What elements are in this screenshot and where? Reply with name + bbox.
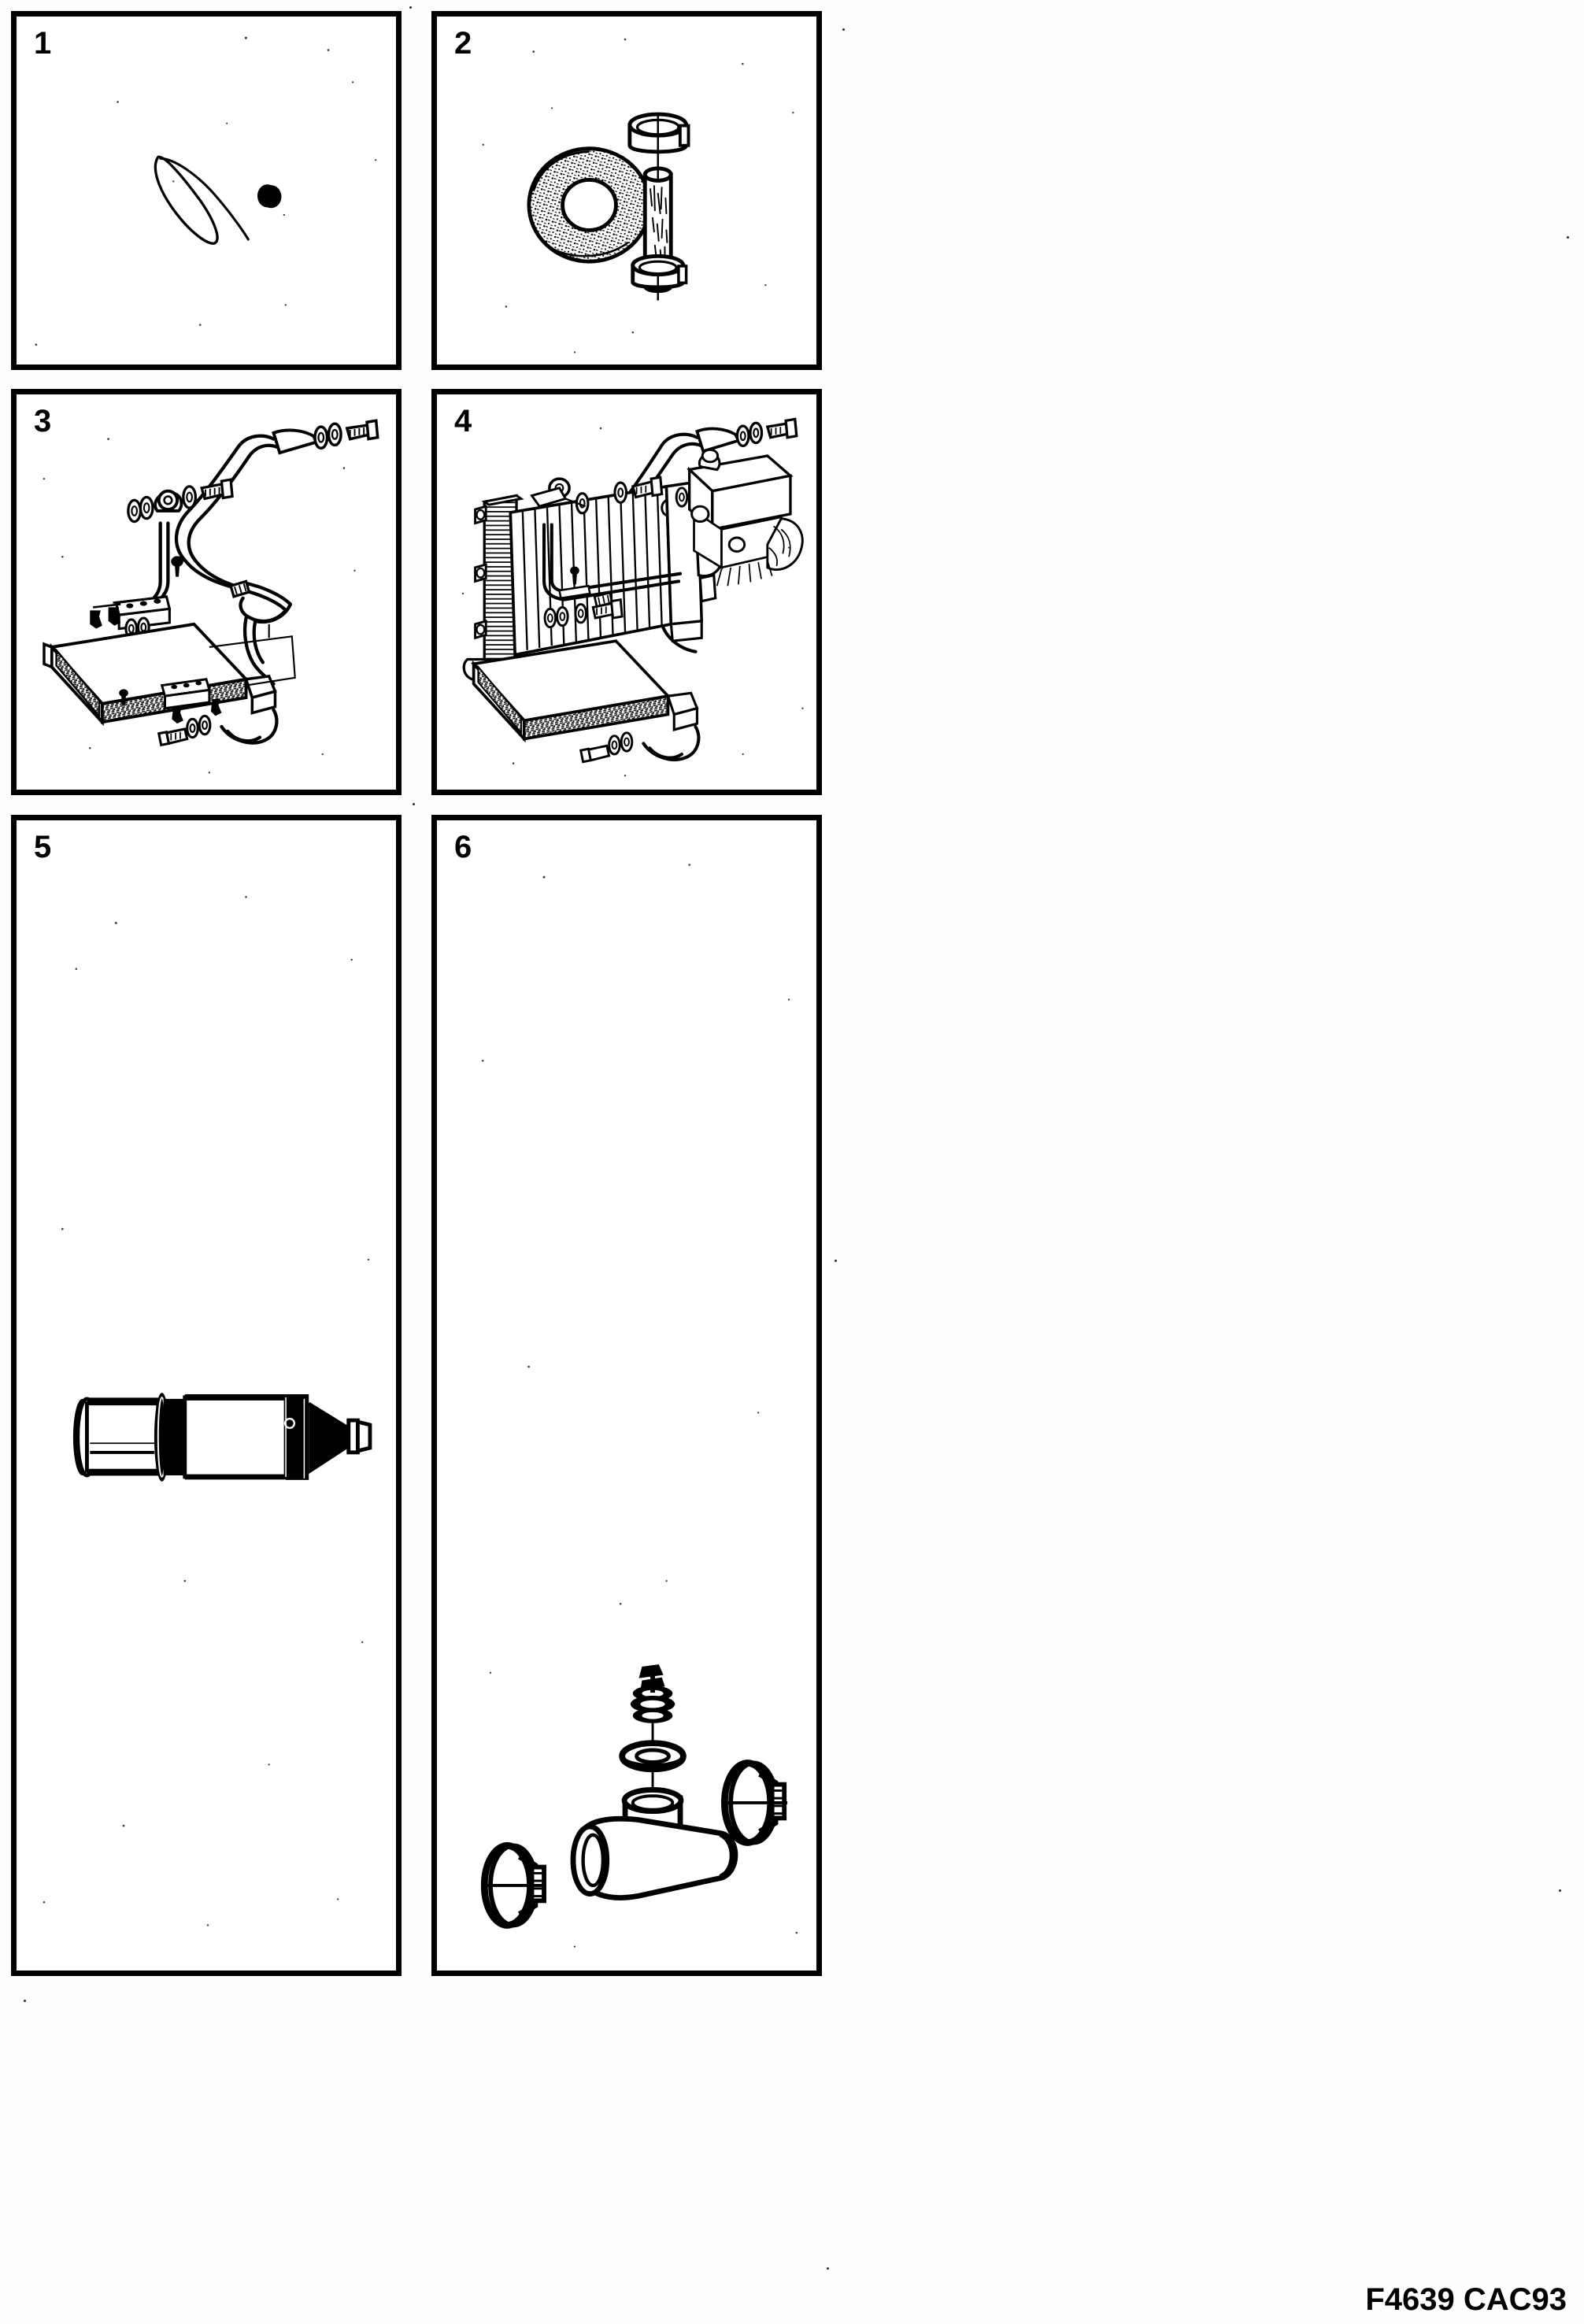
panel-2-number: 2: [454, 26, 472, 61]
panel-4-artwork: [437, 394, 816, 790]
panel-5-number: 5: [34, 830, 51, 864]
panel-6: 6: [431, 815, 822, 1976]
panel-3-number: 3: [34, 404, 51, 439]
panel-3-artwork: [17, 394, 396, 790]
panel-4: 4: [431, 389, 822, 795]
panel-5: 5: [11, 815, 402, 1976]
panel-1-artwork: [17, 17, 396, 365]
panel-3: 3: [11, 389, 402, 795]
panel-4-number: 4: [454, 404, 472, 439]
panel-1: 1: [11, 11, 402, 370]
panel-6-artwork: [437, 820, 816, 1971]
panel-1-number: 1: [34, 26, 51, 61]
footer-code: F4639 CAC93: [1365, 2282, 1567, 2317]
panel-5-artwork: [17, 820, 396, 1971]
panel-2: 2: [431, 11, 822, 370]
panel-6-number: 6: [454, 830, 472, 864]
panel-2-artwork: [437, 17, 816, 365]
